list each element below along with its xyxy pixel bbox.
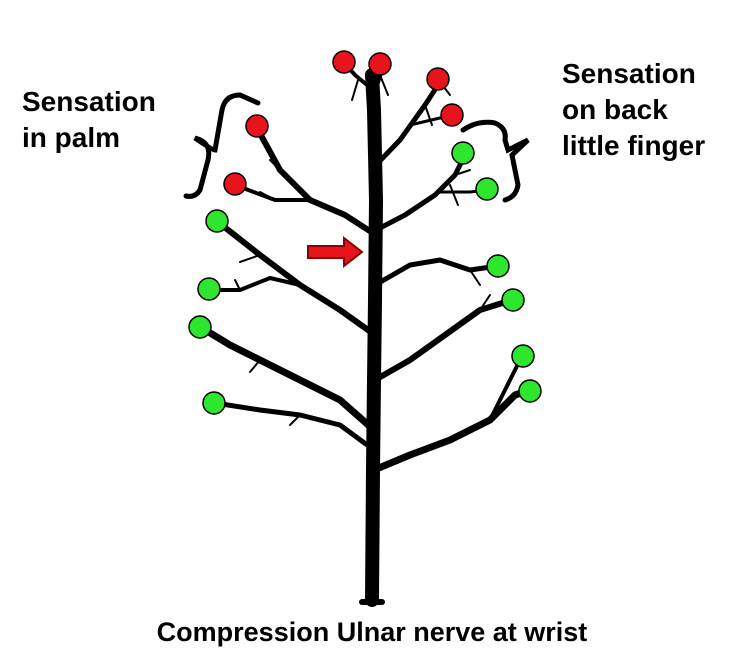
nerve-tree xyxy=(198,63,534,607)
nerve-twig xyxy=(469,269,491,311)
green-dot xyxy=(486,254,510,278)
nerve-branch-left-low xyxy=(198,324,378,434)
nerve-twig xyxy=(504,374,513,391)
label-line: Sensation xyxy=(22,86,156,117)
nerve-branch-right-low-2 xyxy=(372,297,515,383)
red-dot xyxy=(332,50,356,74)
red-dot xyxy=(245,114,269,138)
red-dot xyxy=(440,103,464,127)
nerve-twig xyxy=(449,169,471,206)
red-dot xyxy=(368,52,392,76)
affected-sensation-dots xyxy=(223,50,464,196)
red-dot xyxy=(426,67,450,91)
green-dot xyxy=(475,177,499,201)
bracket-left xyxy=(183,92,261,199)
nerve-branch-left-mid-2 xyxy=(208,276,302,292)
diagram-caption: Compression Ulnar nerve at wrist xyxy=(156,617,588,647)
label-line: on back xyxy=(562,94,668,125)
green-dot xyxy=(202,391,226,415)
green-dot xyxy=(197,277,221,301)
label-sensation-in-palm: Sensation in palm xyxy=(22,84,156,156)
label-sensation-back-little-finger: Sensation on back little finger xyxy=(562,56,705,164)
compression-arrow-icon xyxy=(307,235,364,269)
green-dot xyxy=(451,141,475,165)
green-dot xyxy=(205,209,229,233)
nerve-branch-right-low xyxy=(372,257,501,288)
nerve-twig xyxy=(249,359,301,426)
normal-sensation-dots xyxy=(188,141,542,415)
nerve-twig xyxy=(259,159,281,201)
green-dot xyxy=(188,315,212,339)
nerve-branch-left-mid xyxy=(215,219,378,338)
nerve-branch-right-bottom xyxy=(370,386,534,474)
label-line: little finger xyxy=(562,130,706,161)
green-dot xyxy=(518,379,542,403)
red-dot xyxy=(223,172,247,196)
label-line: Sensation xyxy=(562,58,696,89)
nerve-branch-upper-right xyxy=(373,79,443,168)
nerve-twig xyxy=(351,74,389,101)
nerve-branch-right-mid xyxy=(373,152,468,233)
nerve-twig xyxy=(234,254,261,291)
green-dot xyxy=(511,344,535,368)
nerve-branch-upper-left xyxy=(254,125,379,238)
label-line: in palm xyxy=(22,122,121,153)
green-dot xyxy=(501,288,525,312)
bracket-right xyxy=(460,119,530,203)
